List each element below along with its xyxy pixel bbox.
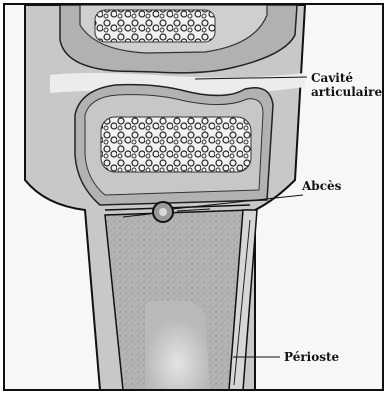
cavity-label-line1: Cavité [311, 71, 382, 85]
cavity-label: Cavité articulaire [311, 71, 382, 99]
lower-spongy-bone [101, 117, 251, 172]
medullary-cavity [145, 300, 210, 390]
cavity-label-line2: articulaire [311, 85, 382, 99]
diagram-frame: Cavité articulaire Abcès Périoste [3, 3, 384, 391]
periosteum-label: Périoste [284, 350, 339, 364]
joint-illustration [5, 5, 384, 391]
upper-spongy-bone [95, 10, 215, 42]
abscess-label: Abcès [302, 179, 341, 193]
